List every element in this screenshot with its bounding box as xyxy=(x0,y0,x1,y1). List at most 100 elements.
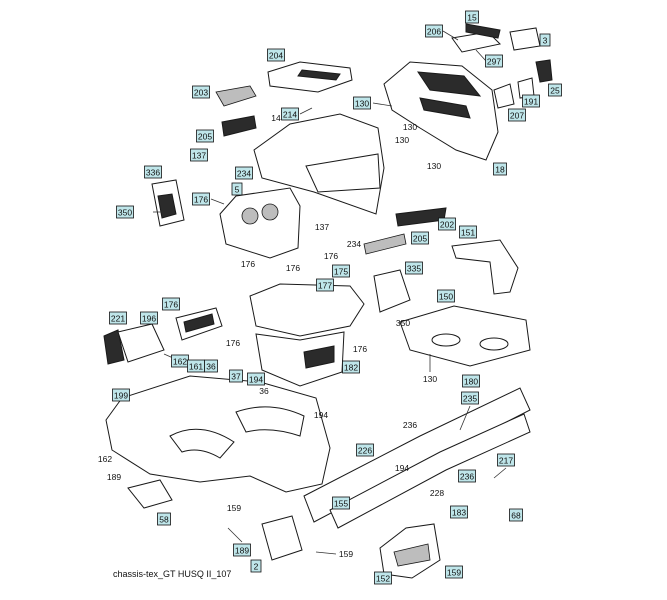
part-callout-tag: 159 xyxy=(445,565,463,579)
part-callout-tag: 25 xyxy=(548,83,562,97)
part-number: 68 xyxy=(511,511,521,521)
part-number: 175 xyxy=(334,267,348,277)
part-lens-15 xyxy=(465,23,501,39)
part-callout-box xyxy=(235,166,253,180)
part-callout-box xyxy=(144,165,162,179)
part-callout-tag: 336 xyxy=(144,165,162,179)
part-callout-tag: 234 xyxy=(235,166,253,180)
part-number-label: 130 xyxy=(423,374,437,384)
part-dash-gauge-2 xyxy=(261,203,279,221)
part-number: 176 xyxy=(164,300,178,310)
part-callout-tag: 161 xyxy=(187,359,205,373)
leader-line xyxy=(442,30,459,41)
part-callout-box xyxy=(356,443,374,457)
part-seat-196 xyxy=(117,323,165,363)
leader-line xyxy=(372,102,393,107)
part-lower-panel-182 xyxy=(255,331,345,387)
part-number-label: 234 xyxy=(347,239,361,249)
part-bracket-58 xyxy=(127,479,173,509)
part-fender-frame xyxy=(249,283,365,337)
part-callout-tag: 207 xyxy=(508,108,526,122)
part-number: 58 xyxy=(159,515,169,525)
part-callout-box xyxy=(192,85,210,99)
part-number: 203 xyxy=(194,88,208,98)
part-hood-grille xyxy=(417,71,482,97)
part-callout-box xyxy=(405,261,423,275)
part-callout-box xyxy=(204,359,218,373)
part-callout-box xyxy=(445,565,463,579)
part-callout-box xyxy=(493,162,507,176)
part-callout-box xyxy=(459,225,477,239)
part-number: 189 xyxy=(235,546,249,556)
part-callout-tag: 194 xyxy=(247,372,265,386)
part-callout-tag: 196 xyxy=(140,311,158,325)
part-vent-176-slots xyxy=(183,313,215,333)
part-callout-tag: 176 xyxy=(162,297,180,311)
part-callout-tag: 221 xyxy=(109,311,127,325)
part-callout-box xyxy=(192,192,210,206)
diagram-caption: chassis-tex_GT HUSQ II_107 xyxy=(113,569,232,579)
part-number: 151 xyxy=(461,228,475,238)
part-callout-tag: 235 xyxy=(461,391,479,405)
part-number-label: 159 xyxy=(227,503,241,513)
part-lens-3 xyxy=(509,27,541,51)
part-grille-left xyxy=(215,85,257,107)
part-callout-box xyxy=(109,311,127,325)
leader-line xyxy=(227,527,243,543)
part-number: 36 xyxy=(206,362,216,372)
part-callout-box xyxy=(332,264,350,278)
part-number: 217 xyxy=(499,456,513,466)
part-number: 221 xyxy=(111,314,125,324)
part-number: 205 xyxy=(198,132,212,142)
part-number: 25 xyxy=(550,86,560,96)
part-callout-box xyxy=(157,512,171,526)
part-side-guard-335 xyxy=(373,269,411,313)
part-callout-tag: 199 xyxy=(112,388,130,402)
part-dash-gauge-1 xyxy=(241,207,259,225)
part-number: 177 xyxy=(318,281,332,291)
part-bracket-2 xyxy=(261,515,303,561)
part-number: 236 xyxy=(460,472,474,482)
part-callout-box xyxy=(438,217,456,231)
part-number: 137 xyxy=(192,151,206,161)
leader-line xyxy=(210,198,225,205)
part-callout-tag: 68 xyxy=(509,508,523,522)
part-dashboard xyxy=(219,187,301,259)
leader-lines xyxy=(153,30,507,555)
part-callout-box xyxy=(458,469,476,483)
part-callout-box xyxy=(465,10,479,24)
part-number: 202 xyxy=(440,220,454,230)
part-strip-205 xyxy=(363,233,407,255)
part-number-label: 159 xyxy=(339,549,353,559)
part-floor-plate-150 xyxy=(399,305,531,367)
part-chassis-frame-lower xyxy=(329,413,531,529)
part-callout-tag: 226 xyxy=(356,443,374,457)
part-callout-tag: 58 xyxy=(157,512,171,526)
part-callout-box xyxy=(353,96,371,110)
part-number: 2 xyxy=(254,562,259,572)
part-callout-tag: 205 xyxy=(196,129,214,143)
part-callout-box xyxy=(250,559,262,573)
part-number-label: 162 xyxy=(98,454,112,464)
part-callout-tag: 18 xyxy=(493,162,507,176)
part-number-label: 176 xyxy=(353,344,367,354)
part-number-label: 236 xyxy=(403,420,417,430)
part-seal-25 xyxy=(535,59,553,83)
part-number-label: 350 xyxy=(396,318,410,328)
part-number-label: 14 xyxy=(271,113,281,123)
part-callout-tag: 2 xyxy=(250,559,262,573)
part-number-label: 176 xyxy=(324,251,338,261)
part-number: 297 xyxy=(487,57,501,67)
part-number: 180 xyxy=(464,377,478,387)
part-number: 152 xyxy=(376,574,390,584)
part-callout-tag: 36 xyxy=(204,359,218,373)
part-number-label: 189 xyxy=(107,472,121,482)
part-lower-body-arch-1 xyxy=(169,428,235,459)
part-callout-box xyxy=(425,24,443,38)
part-number: 199 xyxy=(114,391,128,401)
part-number: 18 xyxy=(495,165,505,175)
part-callout-box xyxy=(332,496,350,510)
part-number-label: 176 xyxy=(241,259,255,269)
